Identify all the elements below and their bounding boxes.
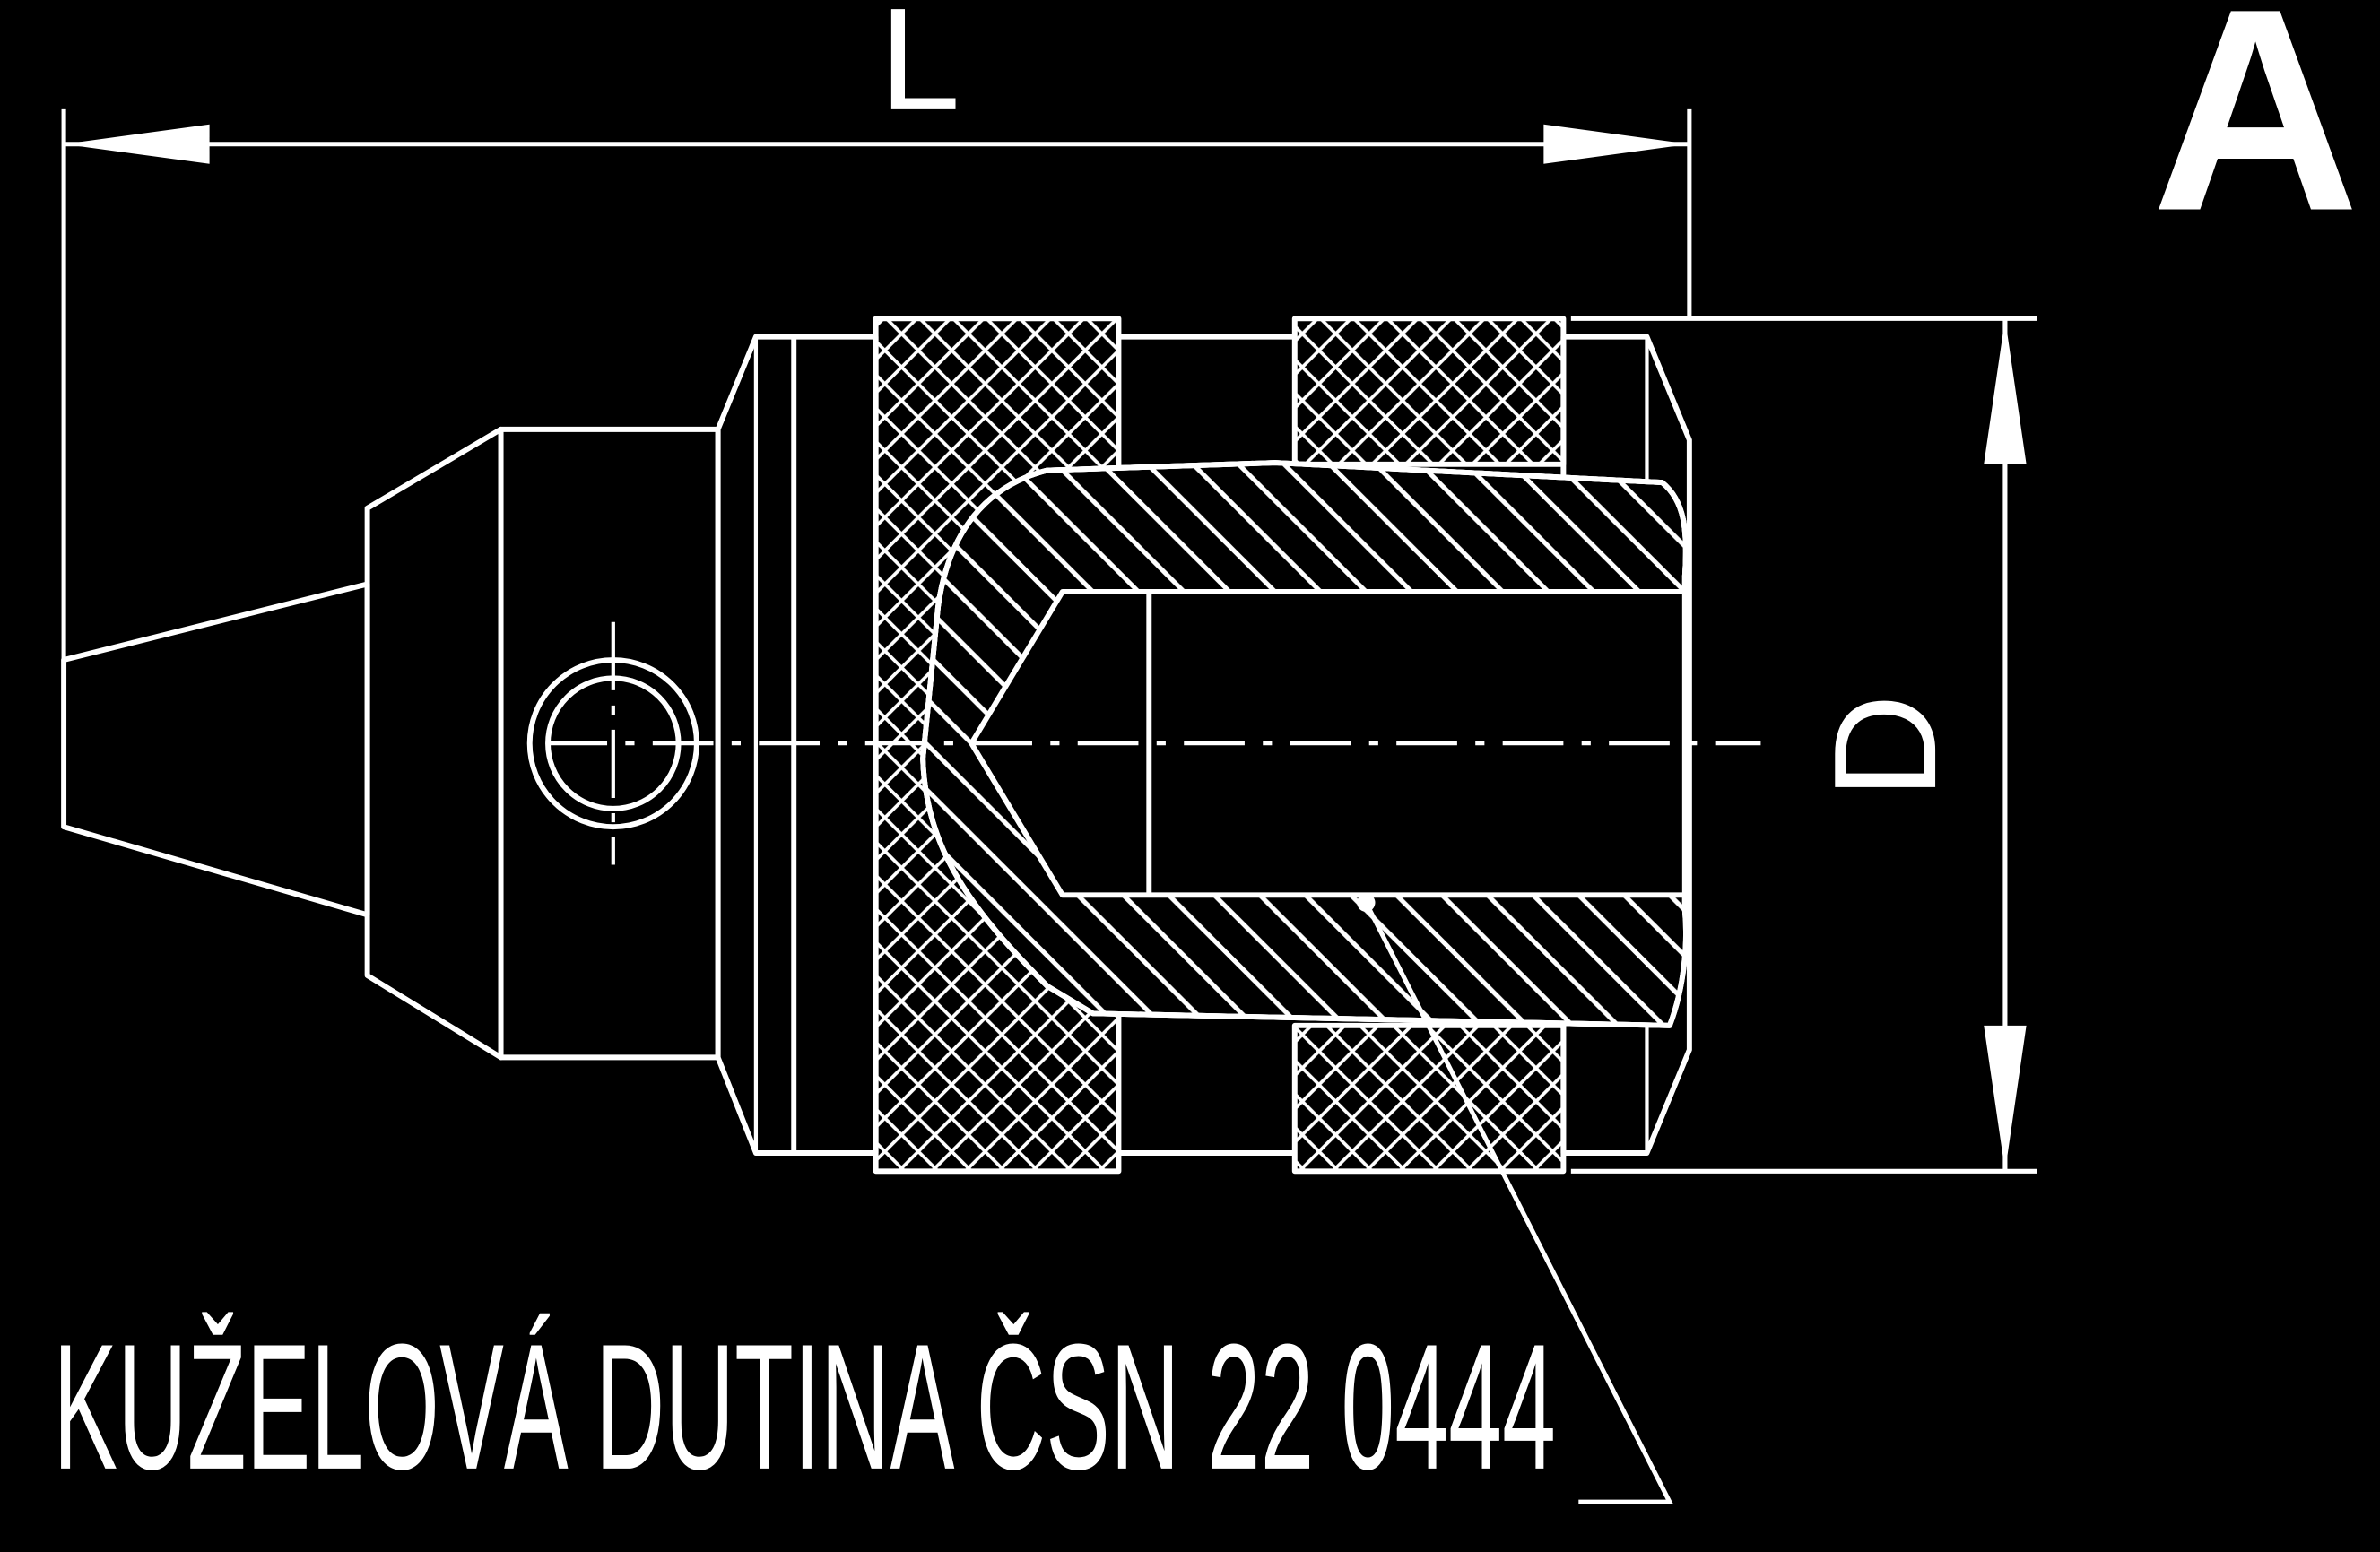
knurled-ring-top [1291, 316, 1567, 467]
arrowhead-left [64, 124, 210, 164]
length-label: L [880, 0, 960, 141]
dimension-length: L [61, 0, 1692, 828]
taper-shank [61, 581, 370, 918]
dimension-diameter: D [1570, 316, 2037, 1174]
arrowhead-right [1543, 124, 1689, 164]
section-boundary [920, 467, 1670, 1028]
conical-nose [364, 426, 504, 1061]
section-boundary-top [1047, 460, 1689, 577]
diameter-label: D [1804, 694, 1967, 799]
callout: KUŽELOVÁ DUTINA ČSN 22 0444 [53, 893, 1673, 1507]
knurled-ring-bottom [1291, 1022, 1567, 1175]
callout-text: KUŽELOVÁ DUTINA ČSN 22 0444 [53, 1307, 1556, 1507]
arrowhead-bottom [1984, 1025, 2027, 1172]
leader-line [1364, 901, 1673, 1504]
view-letter: A [2151, 0, 2359, 271]
arrowhead-top [1984, 318, 2027, 464]
